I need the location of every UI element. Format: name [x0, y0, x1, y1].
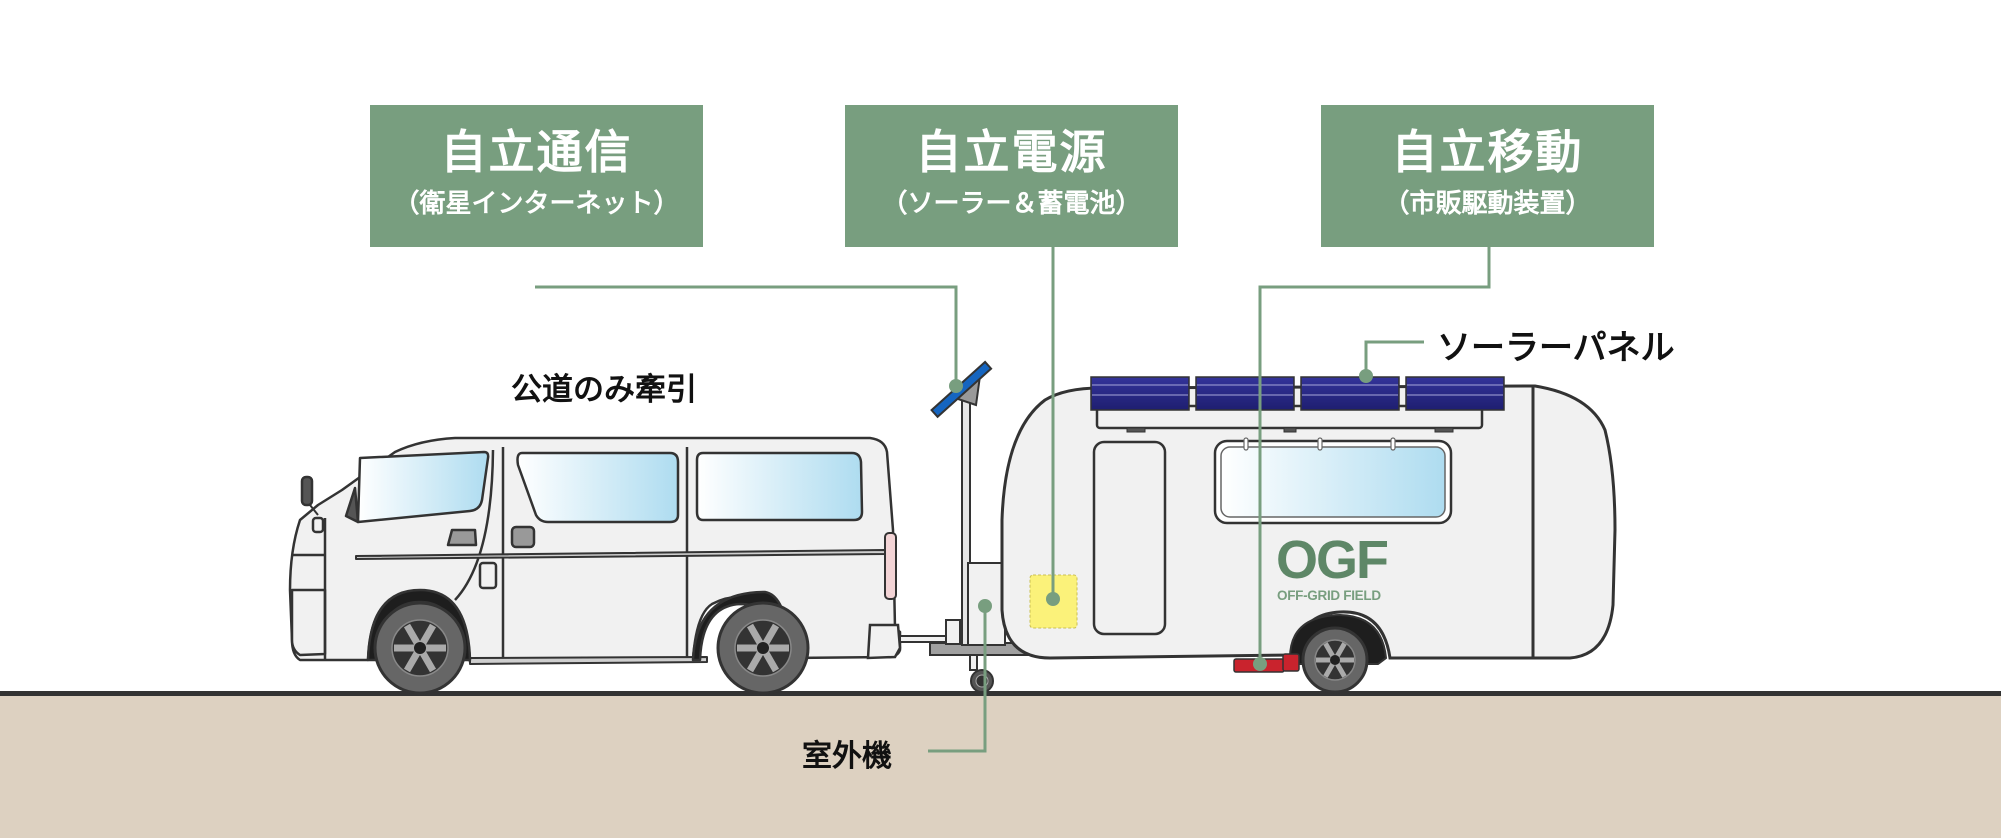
connector-outdoor [928, 606, 987, 753]
van-window-2 [695, 451, 864, 522]
trailer-wheel [1301, 626, 1369, 694]
connector-lines [535, 247, 1491, 753]
tow-van [288, 436, 902, 665]
feature-subtitle: （市販駆動装置） [1383, 189, 1592, 219]
feature-title: 自立移動 [1391, 125, 1584, 179]
van-front-wheel [373, 601, 467, 695]
trailer-door [1092, 440, 1167, 636]
connector-comm [535, 285, 958, 386]
dot-outdoor [978, 599, 992, 613]
feature-title: 自立電源 [915, 125, 1108, 179]
dot-battery [1046, 592, 1060, 606]
solar-panel [1090, 376, 1190, 411]
van-front-bumper [290, 588, 327, 657]
feature-box-mobility: 自立移動 （市販駆動装置） [1321, 105, 1654, 247]
solar-panel [1195, 376, 1295, 411]
ground [0, 694, 2001, 838]
feature-box-communication: 自立通信 （衛星インターネット） [370, 105, 703, 247]
feature-title: 自立通信 [440, 125, 633, 179]
van-door-handle [446, 528, 478, 547]
dot-solar [1359, 369, 1373, 383]
solar-panels [1090, 376, 1505, 411]
ogf-logo: OGF OFF-GRID FIELD [1276, 530, 1390, 603]
connector-dots [949, 369, 1373, 671]
van-window-1 [516, 451, 680, 524]
solar-panel [1300, 376, 1400, 411]
ground-line [0, 691, 2001, 696]
connector-solar [1364, 340, 1424, 376]
tow-hitch [899, 394, 1051, 693]
dot-satellite [949, 379, 963, 393]
van-rear-wheel [716, 601, 810, 695]
callout-outdoor-unit: 室外機 [802, 739, 892, 774]
feature-subtitle: （ソーラー＆蓄電池） [881, 189, 1142, 219]
dot-drive [1253, 657, 1267, 671]
solar-panel [1405, 376, 1505, 411]
van-slide-handle [510, 525, 536, 549]
connector-move [1258, 247, 1491, 664]
van-windshield [356, 450, 490, 524]
logo-text: OFF-GRID FIELD [1277, 588, 1381, 603]
van-rear-bumper [866, 623, 902, 660]
trailer-window [1220, 446, 1446, 518]
callout-solar-panel: ソーラーパネル [1437, 328, 1675, 368]
feature-box-power: 自立電源 （ソーラー＆蓄電池） [845, 105, 1178, 247]
callout-towing: 公道のみ牽引 [511, 372, 697, 408]
van-tail-light [884, 532, 897, 600]
feature-subtitle: （衛星インターネット） [393, 189, 680, 219]
logo-mark: OGF [1276, 530, 1388, 590]
van-mirror [300, 475, 314, 507]
trailer [1000, 384, 1617, 673]
